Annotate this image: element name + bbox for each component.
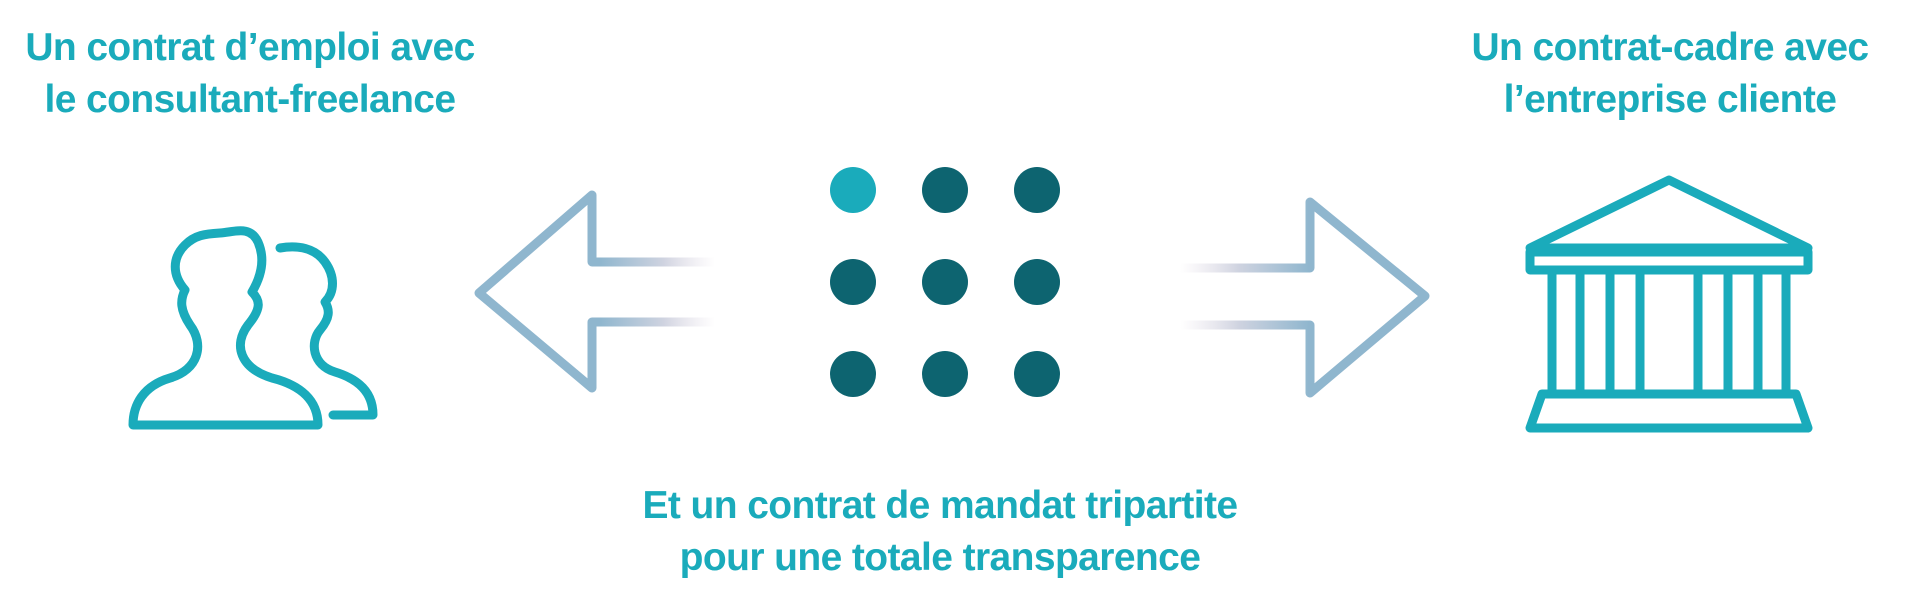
framework-contract-title: Un contrat-cadre avec l’entreprise clien… (1420, 22, 1920, 126)
dot (830, 351, 876, 397)
left-arrow-icon (474, 190, 715, 393)
right-arrow-icon (1180, 197, 1430, 398)
entablature (1525, 247, 1813, 275)
framework-contract-title-line-2: l’entreprise cliente (1503, 78, 1837, 121)
users-icon (128, 226, 378, 430)
roof (1525, 175, 1813, 253)
front-person-outline (128, 226, 323, 430)
dot (922, 167, 968, 213)
employment-contract-title-line-2: le consultant-freelance (44, 78, 457, 121)
mandate-contract-title-line-1: Et un contrat de mandat tripartite (642, 484, 1239, 527)
right-arrow-head (1180, 197, 1430, 398)
left-arrow-head (474, 190, 715, 393)
dot (1014, 167, 1060, 213)
dot (1014, 259, 1060, 305)
base (1525, 389, 1813, 433)
mandate-contract-title: Et un contrat de mandat tripartite pour … (560, 480, 1320, 584)
employment-contract-title-line-1: Un contrat d’emploi avec (25, 26, 475, 69)
dot (922, 259, 968, 305)
dot-highlighted (830, 167, 876, 213)
framework-contract-title-line-1: Un contrat-cadre avec (1471, 26, 1869, 69)
employment-contract-title: Un contrat d’emploi avec le consultant-f… (0, 22, 500, 126)
dot (1014, 351, 1060, 397)
back-person-outline (275, 242, 378, 420)
dot (922, 351, 968, 397)
mandate-contract-title-line-2: pour une totale transparence (679, 536, 1201, 579)
dot (830, 259, 876, 305)
dot-grid-icon (830, 167, 1060, 397)
bank-building-icon (1525, 175, 1813, 433)
